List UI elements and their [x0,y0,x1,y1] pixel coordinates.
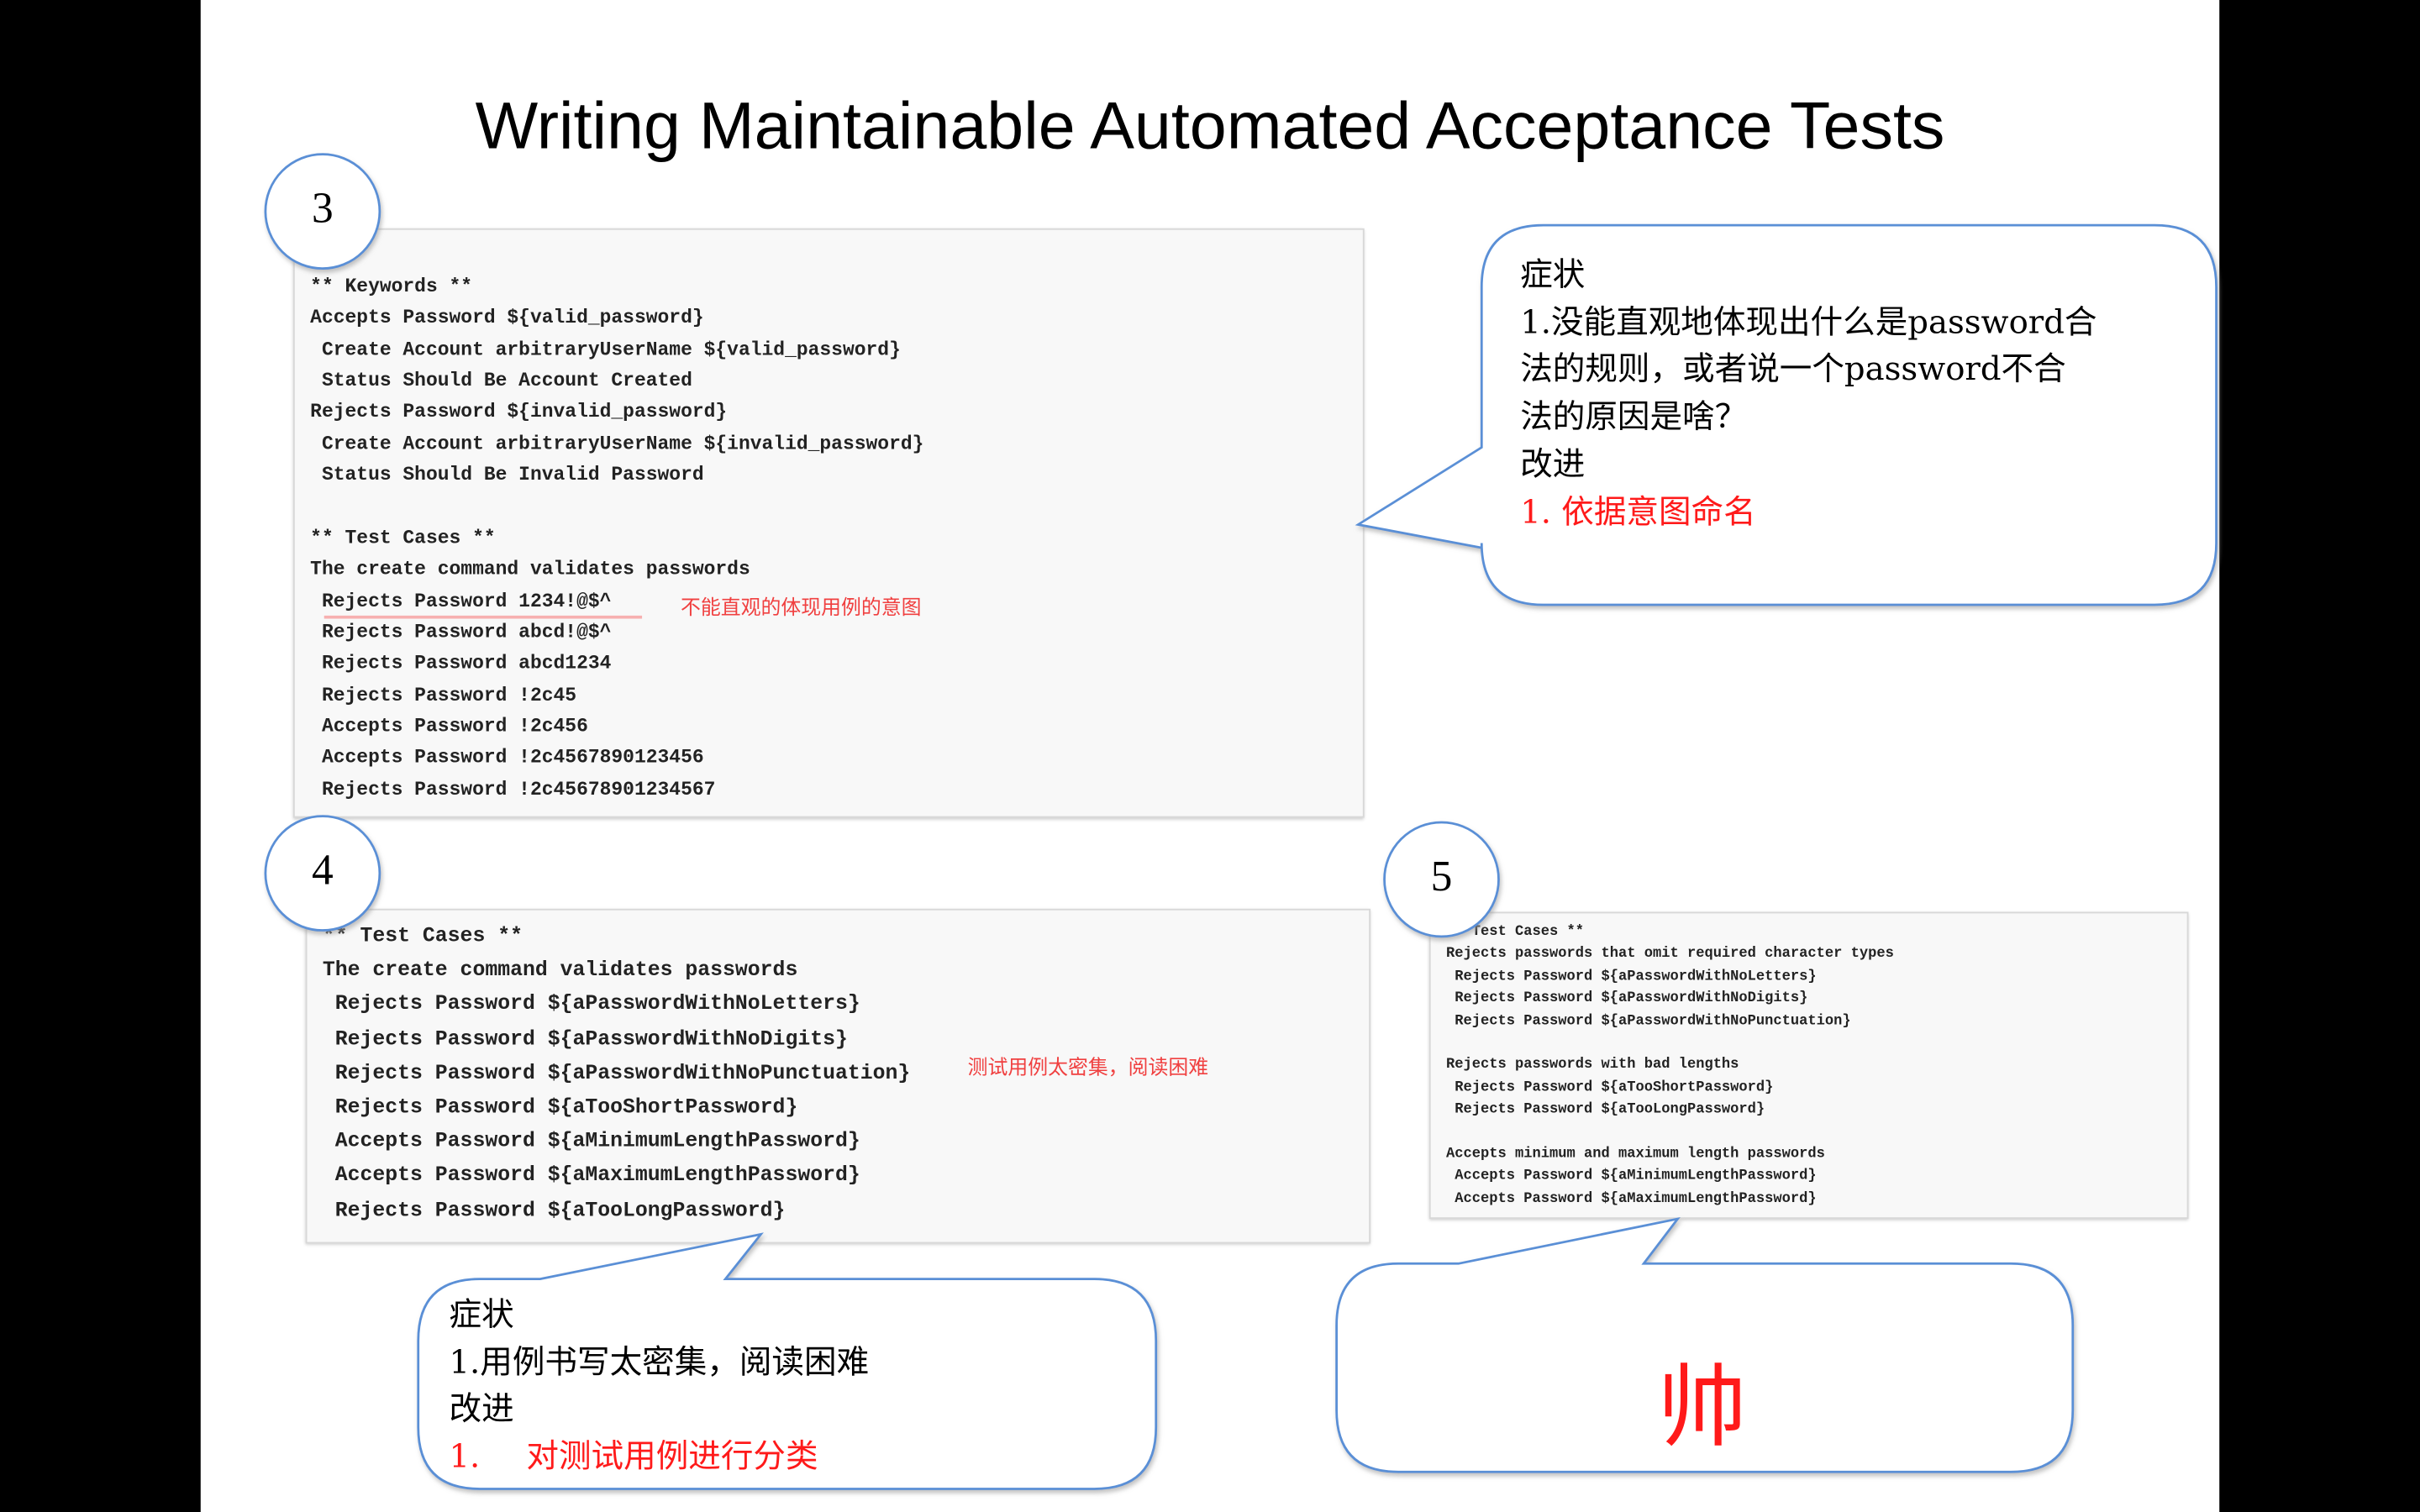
code-line: Rejects Password ${aTooShortPassword} [1446,1078,1774,1095]
symptom-line: 1.没能直观地体现出什么是password合 [1520,303,2097,341]
code-line: The create command validates passwords [322,959,798,984]
code-line: ** Test Cases ** [310,527,496,549]
symptom-line: 1.用例书写太密集，阅读困难 [449,1343,870,1381]
callout-2-text: 症状 1.用例书写太密集，阅读困难 改进 1. 对测试用例进行分类 [449,1291,869,1481]
annotation-dense: 测试用例太密集，阅读困难 [967,1057,1209,1080]
improve-heading: 改进 [449,1390,514,1428]
annotation-intent: 不能直观的体现用例的意图 [681,596,922,621]
code-line: Create Account arbitraryUserName ${inval… [310,433,924,455]
step-number-3: 3 [312,185,334,234]
symptom-heading: 症状 [449,1295,514,1333]
callout-bubble-1 [1355,223,2217,606]
code-block-grouped-test-cases: ** Test Cases **Rejects passwords that o… [1428,911,2189,1220]
slide-title: Writing Maintainable Automated Acceptanc… [475,89,1945,164]
improvement: 1. 对测试用例进行分类 [449,1434,869,1481]
code-line: Rejects Password ${aTooLongPassword} [1446,1100,1765,1118]
code-line: Rejects Password ${aPasswordWithNoLetter… [1446,967,1817,984]
code-line: Accepts minimum and maximum length passw… [1446,1144,1825,1163]
code-line: Rejects Password !2c45 [310,684,577,706]
code-line: Accepts Password ${aMaximumLengthPasswor… [322,1165,860,1189]
code-line: Accepts Password ${valid_password} [310,307,704,329]
code-line: Rejects Password !2c45678901234567 [310,778,716,801]
code-line: Accepts Password ${aMinimumLengthPasswor… [322,1131,860,1155]
callout-bubble-3 [1335,1216,2075,1473]
code-line: Status Should Be Invalid Password [310,465,704,486]
improvement: 1. 依据意图命名 [1520,492,1756,530]
symptom-line: 法的原因是啥？ [1520,398,1748,436]
step-circle-4 [264,815,381,932]
callout-3-text: 帅 [1657,1354,1748,1460]
code-line: Rejects Password abcd1234 [310,653,612,675]
code-line: Create Account arbitraryUserName ${valid… [310,339,901,361]
code-line: Accepts Password !2c456 [310,716,588,738]
step-number-5: 5 [1430,853,1453,901]
code-line: Accepts Password ${aMaximumLengthPasswor… [1446,1189,1817,1206]
code-line: The create command validates passwords [310,559,750,580]
code-line: Rejects Password 1234!@$^ [310,590,612,612]
symptom-line: 法的规则，或者说一个password不合 [1520,350,2066,388]
code-line: Rejects Password ${aTooShortPassword} [322,1096,798,1121]
code-line: Rejects Password ${aPasswordWithNoDigits… [1446,989,1808,1006]
code-line: Rejects Password ${aPasswordWithNoPunctu… [1446,1011,1851,1029]
improve-heading: 改进 [1520,445,1586,483]
callout-bubble-2 [417,1232,1158,1490]
code-line: Rejects passwords that omit required cha… [1446,944,1894,963]
code-line: Rejects Password ${invalid_password} [310,402,728,423]
code-line: Status Should Be Account Created [310,370,692,392]
step-circle-3 [264,153,381,270]
code-line: Rejects Password abcd!@$^ [310,621,612,643]
code-line: Rejects Password ${aPasswordWithNoLetter… [322,994,860,1018]
callout-1-text: 症状 1.没能直观地体现出什么是password合 法的规则，或者说一个pass… [1520,251,2096,535]
symptom-heading: 症状 [1520,255,1586,293]
underline-mark [324,615,643,619]
code-line: Accepts Password ${aMinimumLengthPasswor… [1446,1167,1817,1184]
code-line: Rejects Password ${aTooLongPassword} [322,1200,786,1223]
code-line: Rejects Password ${aPasswordWithNoPunctu… [322,1063,911,1086]
code-line: ** Test Cases ** [322,926,523,949]
code-block-test-cases: ** Test Cases ** The create command valid… [305,908,1371,1244]
code-line: Accepts Password !2c4567890123456 [310,747,704,769]
improvement-number: 1. [449,1438,481,1476]
code-line: Rejects passwords with bad lengths [1446,1056,1739,1074]
code-line: ** Keywords ** [310,276,473,298]
code-line: Rejects Password ${aPasswordWithNoDigits… [322,1028,848,1052]
code-block-keywords: ** Keywords ** Accepts Password ${valid_p… [292,228,1365,818]
step-number-4: 4 [312,847,334,895]
improvement-text: 对测试用例进行分类 [526,1438,818,1476]
step-circle-5 [1383,821,1500,938]
